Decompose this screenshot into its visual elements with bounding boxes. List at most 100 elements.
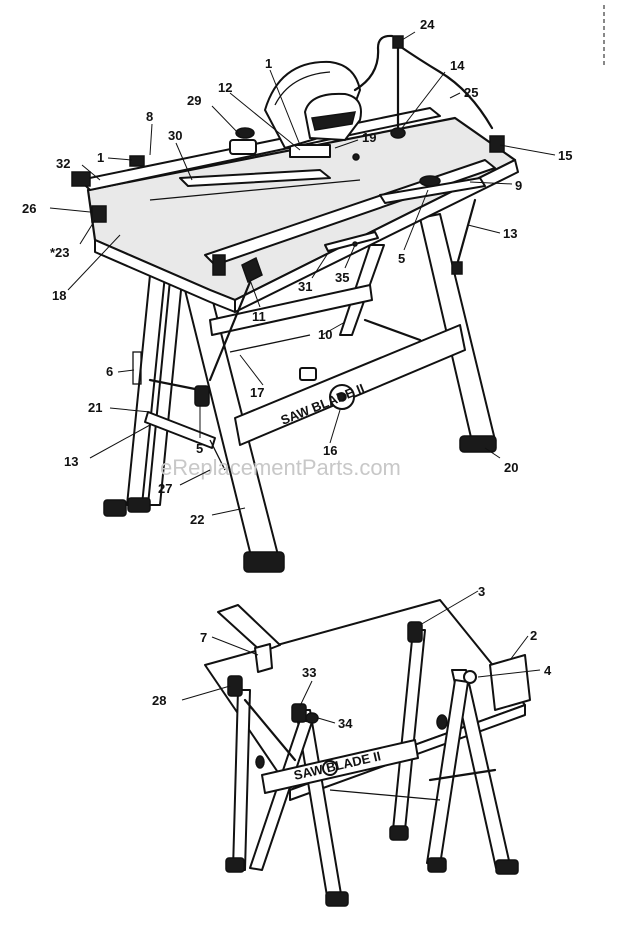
lower-foot-e <box>427 857 447 873</box>
callout-25: 25 <box>464 85 478 100</box>
callout-18: 18 <box>52 288 66 303</box>
lower-strut-right <box>428 768 497 782</box>
knob-4[interactable] <box>463 670 477 684</box>
callout-33: 33 <box>302 665 316 680</box>
callout-19: 19 <box>362 130 376 145</box>
clamp-block-29[interactable] <box>229 139 257 155</box>
bracket-7 <box>217 604 281 653</box>
foot-rear-b <box>127 497 151 513</box>
saw-carriage-12 <box>289 144 331 158</box>
callout-30: 30 <box>168 128 182 143</box>
callout-13b: 13 <box>64 454 78 469</box>
panel-line <box>229 334 311 353</box>
callout-4: 4 <box>544 663 552 678</box>
miter-guide <box>179 169 331 187</box>
callout-29: 29 <box>187 93 201 108</box>
callout-17: 17 <box>250 385 264 400</box>
front-rail <box>204 159 496 266</box>
callout-6: 6 <box>106 364 113 379</box>
lower-leg-left-a <box>232 689 251 871</box>
callout-16: 16 <box>323 443 337 458</box>
rail-end-cap <box>212 254 226 276</box>
end-cap-32 <box>71 171 91 187</box>
lower-foot-d <box>495 859 519 875</box>
watermark: eReplacementParts.com <box>160 455 401 480</box>
center-panel-17 <box>209 284 373 336</box>
foot-20 <box>459 435 497 453</box>
callout-11: 11 <box>252 309 266 324</box>
knob-34[interactable] <box>305 712 319 724</box>
saw-motor-band <box>311 111 356 131</box>
clamp-5[interactable] <box>194 385 210 407</box>
callout-13a: 13 <box>503 226 517 241</box>
lower-foot-b <box>325 891 349 907</box>
callout-1a: 1 <box>97 150 104 165</box>
clamp-11[interactable] <box>241 256 263 284</box>
rear-cross <box>363 318 422 342</box>
lower-rail <box>329 789 441 801</box>
part-2-box <box>489 654 531 711</box>
cord-clip-24 <box>392 35 404 49</box>
inner-rail <box>148 378 202 392</box>
lower-pin <box>436 714 448 730</box>
callout-10: 10 <box>318 327 332 342</box>
callout-31: 31 <box>298 279 312 294</box>
callout-14: 14 <box>450 58 465 73</box>
foot-22 <box>243 551 285 573</box>
hole-19 <box>352 153 360 161</box>
callout-21: 21 <box>88 400 102 415</box>
power-cord-2 <box>396 43 494 130</box>
callout-32: 32 <box>56 156 70 171</box>
slot-plate <box>324 231 379 252</box>
callout-5b: 5 <box>196 441 203 456</box>
post-base-14 <box>390 127 406 139</box>
callout-27: 27 <box>158 481 172 496</box>
rail-block-15 <box>489 135 505 153</box>
guard-line <box>274 71 331 106</box>
rail-block-8 <box>129 155 145 167</box>
callout-35: 35 <box>335 270 349 285</box>
callout-23: *23 <box>50 245 70 260</box>
brace-knob-center <box>337 392 347 402</box>
callout-9: 9 <box>515 178 522 193</box>
callout-7: 7 <box>200 630 207 645</box>
lower-front-brace <box>261 739 419 794</box>
lower-crossbar <box>144 411 216 449</box>
lower-foot-a <box>225 857 245 873</box>
callout-5a: 5 <box>398 251 405 266</box>
hinge-3 <box>407 621 423 643</box>
hinge-28 <box>227 675 243 697</box>
clamp-knob-29[interactable] <box>235 127 255 139</box>
support-strut <box>453 198 477 274</box>
lower-pin-left <box>255 755 265 769</box>
callout-22: 22 <box>190 512 204 527</box>
guide-line <box>149 179 361 201</box>
callout-2: 2 <box>530 628 537 643</box>
front-brace <box>234 324 466 446</box>
callout-15: 15 <box>558 148 572 163</box>
bracket-7-foot <box>254 643 273 673</box>
lower-brace-knob[interactable] <box>322 760 338 776</box>
power-cord <box>353 34 394 92</box>
knob-10[interactable] <box>299 367 317 381</box>
upper-assembly: SAW BLADE II <box>71 34 519 573</box>
hinge-33 <box>291 703 307 723</box>
fence-lock[interactable] <box>419 175 441 187</box>
callout-3: 3 <box>478 584 485 599</box>
lower-strut-left <box>243 698 297 762</box>
leg-slot <box>132 351 142 385</box>
callout-28: 28 <box>152 693 166 708</box>
callout-12: 12 <box>218 80 232 95</box>
rip-fence <box>379 177 486 204</box>
callout-labels: 1 8 30 32 26 *23 18 1 29 12 19 24 14 25 … <box>22 17 572 731</box>
strut-end <box>451 261 463 275</box>
circular-saw <box>264 34 494 149</box>
lower-foot-c <box>389 825 409 841</box>
leg-edge-27 <box>209 439 226 471</box>
leader-lines <box>49 31 556 724</box>
callout-1b: 1 <box>265 56 272 71</box>
clamp-rod <box>208 280 252 382</box>
foot-rear-a <box>103 499 127 517</box>
callout-26: 26 <box>22 201 36 216</box>
